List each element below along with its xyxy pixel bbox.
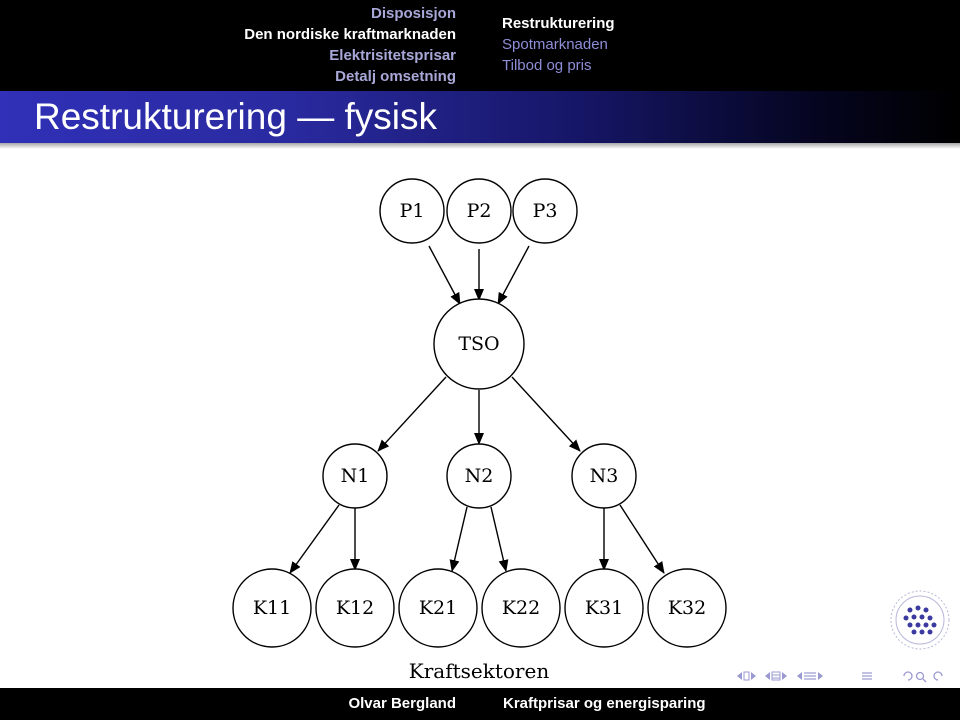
edge-n2-k21 — [449, 506, 468, 572]
node-label-k11: K11 — [253, 597, 291, 619]
nav-subsection-icon[interactable] — [765, 671, 787, 681]
frame-title-shadow — [0, 143, 960, 149]
node-label-p2: P2 — [467, 200, 492, 222]
footer-author: Olvar Bergland — [348, 695, 456, 712]
node-label-tso: TSO — [458, 333, 499, 355]
node-label-n2: N2 — [465, 465, 494, 487]
node-label-p1: P1 — [400, 200, 425, 222]
diagram-caption: Kraftsektoren — [409, 659, 550, 683]
node-n2 — [446, 443, 512, 509]
edge-p1-tso — [428, 245, 461, 305]
node-label-k21: K21 — [419, 597, 457, 619]
node-p1 — [379, 178, 445, 244]
nav-section-icon[interactable] — [797, 672, 823, 680]
node-n3 — [571, 443, 637, 509]
power-sector-diagram: P1 P2 P3 TSO N1 N2 N3 K11 K12 K21 K22 K3… — [232, 178, 727, 683]
nav-subsection-restrukturering[interactable]: Restrukturering — [502, 15, 615, 32]
node-label-k12: K12 — [336, 597, 374, 619]
university-seal-icon — [890, 590, 950, 650]
node-k12 — [315, 568, 395, 648]
edge-n3-k32 — [619, 504, 665, 574]
edge-n1-k11 — [289, 504, 340, 574]
footer-presentation-title: Kraftprisar og energisparing — [503, 695, 706, 712]
nav-section-disposisjon[interactable]: Disposisjon — [370, 5, 456, 22]
node-k31 — [564, 568, 644, 648]
nav-section-detalj-omsetning[interactable]: Detalj omsetning — [335, 68, 456, 85]
subsection-navigation: Restrukturering Spotmarknaden Tilbod og … — [482, 0, 960, 91]
node-k32 — [647, 568, 727, 648]
headline-bar: Disposisjon Den nordiske kraftmarknaden … — [0, 0, 960, 91]
node-k21 — [398, 568, 478, 648]
nav-section-nordiske-kraftmarknaden[interactable]: Den nordiske kraftmarknaden — [244, 26, 456, 43]
frame-title: Restrukturering — fysisk — [34, 96, 437, 137]
edge-p3-tso — [497, 245, 530, 305]
nav-subsection-spotmarknaden[interactable]: Spotmarknaden — [502, 36, 608, 53]
edge-tso-n3 — [511, 376, 581, 452]
edge-tso-n1 — [377, 376, 447, 452]
nav-subsection-tilbod-og-pris[interactable]: Tilbod og pris — [502, 57, 592, 74]
nav-search-back-forward-icon[interactable] — [903, 671, 943, 683]
nav-section-elektrisitetsprisar[interactable]: Elektrisitetsprisar — [329, 47, 456, 64]
nav-frame-back-icon[interactable] — [737, 671, 756, 681]
node-tso — [433, 298, 525, 390]
section-navigation: Disposisjon Den nordiske kraftmarknaden … — [0, 0, 468, 91]
node-p2 — [446, 178, 512, 244]
node-label-k32: K32 — [668, 597, 706, 619]
nav-document-icon[interactable] — [862, 672, 872, 680]
beamer-navigation-icons — [737, 671, 943, 683]
node-label-p3: P3 — [533, 200, 558, 222]
frame-title-bar: Restrukturering — fysisk — [0, 91, 960, 143]
edge-n2-k22 — [490, 506, 509, 572]
node-k22 — [481, 568, 561, 648]
node-label-k22: K22 — [502, 597, 540, 619]
node-label-n3: N3 — [590, 465, 619, 487]
node-label-k31: K31 — [585, 597, 623, 619]
node-k11 — [232, 568, 312, 648]
node-n1 — [322, 443, 388, 509]
footline-bar: Olvar Bergland Kraftprisar og energispar… — [0, 688, 960, 720]
node-p3 — [512, 178, 578, 244]
node-label-n1: N1 — [341, 465, 370, 487]
